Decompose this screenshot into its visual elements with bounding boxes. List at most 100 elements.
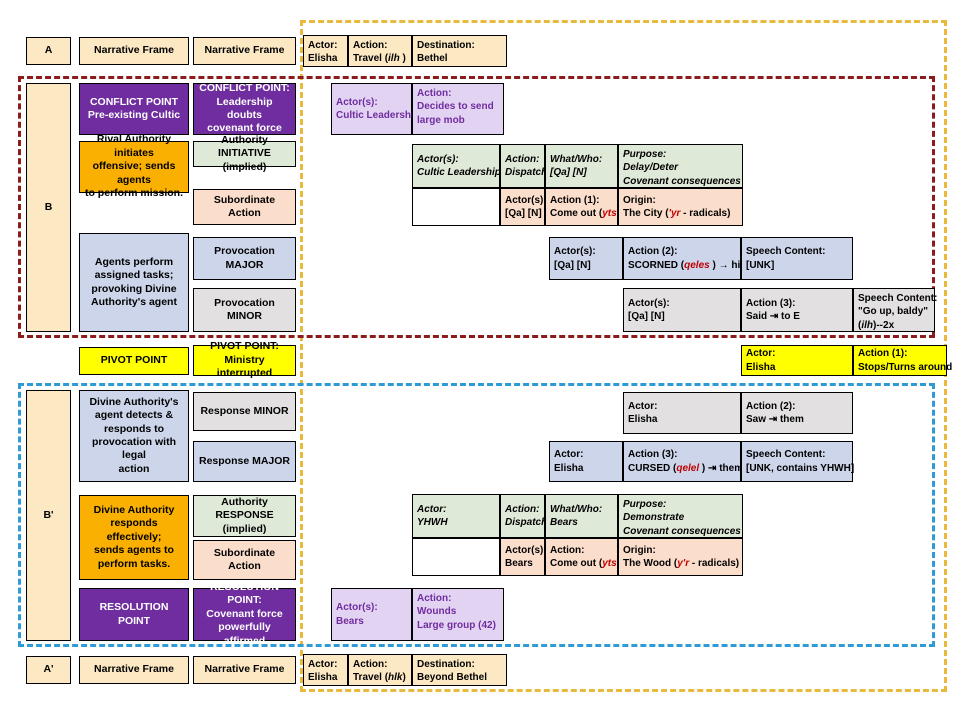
- b-scorned-action-label: Action (2):: [628, 246, 678, 258]
- section-label-a: A: [26, 37, 71, 65]
- bp-dispatch-whatwho-label: What/Who:: [550, 503, 603, 515]
- bp-responds-line-2: responds effectively;: [106, 517, 162, 543]
- row-a-action-value: Travel (ilh ): [353, 53, 406, 65]
- b-origin-label: Origin:: [623, 194, 656, 206]
- bp-resolution-right-line-2: Covenant force: [206, 607, 283, 620]
- b-agents-perform-box: Agents perform assigned tasks; provoking…: [79, 233, 189, 332]
- bp-cursed-speech-cell: Speech Content: [UNK, contains YHWH]: [741, 441, 855, 482]
- row-a-destination-value: Bethel: [417, 53, 448, 65]
- bp-response-major-box: Response MAJOR: [193, 441, 296, 482]
- bp-resolution-right-line-1: RESOLUTION POINT:: [210, 580, 279, 607]
- b-provocation-major-box: Provocation MAJOR: [193, 237, 296, 280]
- b-agents-line-2: assigned tasks;: [94, 269, 174, 282]
- b-decision-action-line-1: Decides to send: [417, 101, 494, 113]
- b-said-action-label: Action (3):: [746, 297, 796, 309]
- b-come-out-action-value: Come out (yts ): [550, 208, 623, 219]
- bp-subordinate-action-box: Subordinate Action: [193, 540, 296, 580]
- pivot-point-right-line-1: PIVOT POINT:: [210, 340, 279, 353]
- bp-bears-action-label: Action:: [550, 544, 585, 556]
- bp-resolution-point-detail-box: RESOLUTION POINT: Covenant force powerfu…: [193, 581, 296, 647]
- bp-responds-line-3: sends agents to: [94, 544, 174, 557]
- row-a-action-label: Action:: [353, 40, 388, 51]
- b-dispatch-whatwho-label: What/Who:: [550, 153, 603, 165]
- b-dispatch-empty-cell: [412, 188, 500, 226]
- b-subordinate-action-box: Subordinate Action: [193, 189, 296, 225]
- bp-dispatch-whatwho-cell: What/Who: Bears: [545, 494, 618, 538]
- b-dispatch-action-cell: Action: Dispatch: [500, 144, 548, 188]
- b-conflict-line-2: Pre-existing Cultic: [87, 109, 181, 121]
- row-a-prime-frame-2-text: Narrative Frame: [204, 663, 285, 676]
- b-dispatch-action-value: Dispatch: [505, 167, 548, 178]
- b-said-speech-cell: Speech Content: "Go up, baldy" (ilh)--2x: [853, 288, 937, 332]
- b-conflict-detail-line-1: CONFLICT POINT:: [199, 82, 290, 95]
- bp-response-minor-text: Response MINOR: [200, 404, 289, 417]
- b-authority-initiative-box: Authority INITIATIVE (implied): [193, 134, 296, 173]
- pivot-point-left-box: PIVOT POINT: [79, 347, 189, 375]
- row-a-narrative-frame-1: Narrative Frame: [79, 37, 189, 65]
- bp-bears-actor-value: Bears: [505, 558, 533, 569]
- row-a-frame-2-text: Narrative Frame: [204, 44, 285, 57]
- row-a-prime-destination-cell: Destination: Beyond Bethel: [412, 654, 507, 686]
- pivot-action-label: Action (1):: [858, 348, 908, 360]
- bp-cursed-actor-cell: Actor: Elisha: [549, 441, 623, 482]
- b-dispatch-purpose-line-2: Covenant consequences: [623, 175, 741, 187]
- row-a-prime-destination-label: Destination:: [417, 659, 475, 670]
- bp-wounds-actor-value: Bears: [336, 615, 364, 627]
- b-decision-actor-cell: Actor(s): Cultic Leadership: [331, 83, 420, 135]
- bp-response-major-text: Response MAJOR: [198, 454, 291, 467]
- row-a-prime-destination-value: Beyond Bethel: [417, 672, 488, 684]
- row-a-prime-action-cell: Action: Travel (hlk): [348, 654, 412, 686]
- b-said-speech-line-1: "Go up, baldy": [858, 306, 929, 318]
- b-authority-initiative-line-2: (implied): [222, 160, 267, 173]
- b-rival-text-1: Rival Authority initiates: [96, 133, 172, 159]
- row-a-prime-actor-cell: Actor: Elisha: [303, 654, 348, 686]
- bp-cursed-actor-value: Elisha: [554, 462, 584, 474]
- bp-saw-action-label: Action (2):: [746, 400, 796, 412]
- b-said-speech-line-2: (ilh)--2x: [858, 319, 895, 331]
- b-provocation-minor-box: Provocation MINOR: [193, 288, 296, 332]
- bp-wounds-actor-label: Actor(s):: [336, 602, 378, 614]
- row-a-prime-actor-value: Elisha: [308, 672, 338, 684]
- bp-responds-line-4: perform tasks.: [97, 557, 171, 570]
- bp-resolution-right-line-3: powerfully affirmed: [218, 621, 271, 647]
- section-label-a-prime-text: A': [43, 663, 54, 676]
- row-a-frame-1-text: Narrative Frame: [94, 44, 174, 57]
- b-come-out-action-label: Action (1):: [550, 194, 600, 206]
- b-agents-line-4: Authority's agent: [91, 295, 177, 308]
- bp-detect-line-2: agent detects &: [94, 409, 174, 422]
- bp-resolution-left-text: RESOLUTION POINT: [99, 601, 169, 627]
- row-a-actor-label: Actor:: [308, 40, 338, 51]
- row-a-prime-action-value: Travel (hlk): [353, 672, 406, 684]
- bp-detect-line-5: action: [118, 462, 150, 475]
- b-scorned-actor-cell: Actor(s): [Qa] [N]: [549, 237, 623, 280]
- bp-authority-response-line-1: Authority RESPONSE: [215, 495, 274, 522]
- row-a-destination-label: Destination:: [417, 40, 475, 51]
- bp-dispatch-action-cell: Action: Dispatch: [500, 494, 547, 538]
- bp-cursed-actor-label: Actor:: [554, 449, 584, 461]
- bp-dispatch-actor-cell: Actor: YHWH: [412, 494, 500, 538]
- b-rival-text-3: to perform mission.: [84, 187, 183, 200]
- b-rival-authority-initiates-box: Rival Authority initiates offensive; sen…: [79, 133, 189, 199]
- b-dispatch-purpose-cell: Purpose: Delay/Deter Covenant consequenc…: [618, 144, 743, 188]
- bp-subordinate-action-text: Subordinate Action: [213, 546, 276, 572]
- bp-dispatch-actor-value: YHWH: [417, 517, 448, 528]
- bp-authority-response-line-2: (implied): [222, 522, 267, 535]
- b-decision-action-cell: Action: Decides to send large mob: [412, 83, 504, 135]
- b-scorned-action-value: SCORNED (qeles ) → him: [628, 259, 750, 271]
- b-scorned-speech-cell: Speech Content: [UNK]: [741, 237, 853, 280]
- pivot-point-right-box: PIVOT POINT: Ministry interrupted: [193, 340, 296, 379]
- bp-detect-line-3: responds to: [103, 422, 165, 435]
- bp-cursed-speech-label: Speech Content:: [746, 449, 826, 461]
- bp-dispatch-action-label: Action:: [505, 503, 540, 515]
- bp-cursed-speech-value: [UNK, contains YHWH]: [746, 462, 855, 474]
- section-label-a-prime: A': [26, 656, 71, 684]
- row-a-destination-cell: Destination: Bethel: [412, 35, 507, 67]
- b-come-out-actor-label: Actor(s):: [505, 194, 547, 206]
- b-said-action-value: Said ⇥ to E: [746, 311, 800, 322]
- b-said-action-cell: Action (3): Said ⇥ to E: [741, 288, 853, 332]
- bp-divine-agent-detects-box: Divine Authority's agent detects & respo…: [79, 390, 189, 482]
- b-agents-line-1: Agents perform: [94, 255, 174, 268]
- b-conflict-detail-line-2: Leadership doubts: [216, 95, 273, 121]
- b-provocation-minor-text: Provocation MINOR: [214, 296, 275, 322]
- b-dispatch-purpose-label: Purpose:: [623, 149, 667, 160]
